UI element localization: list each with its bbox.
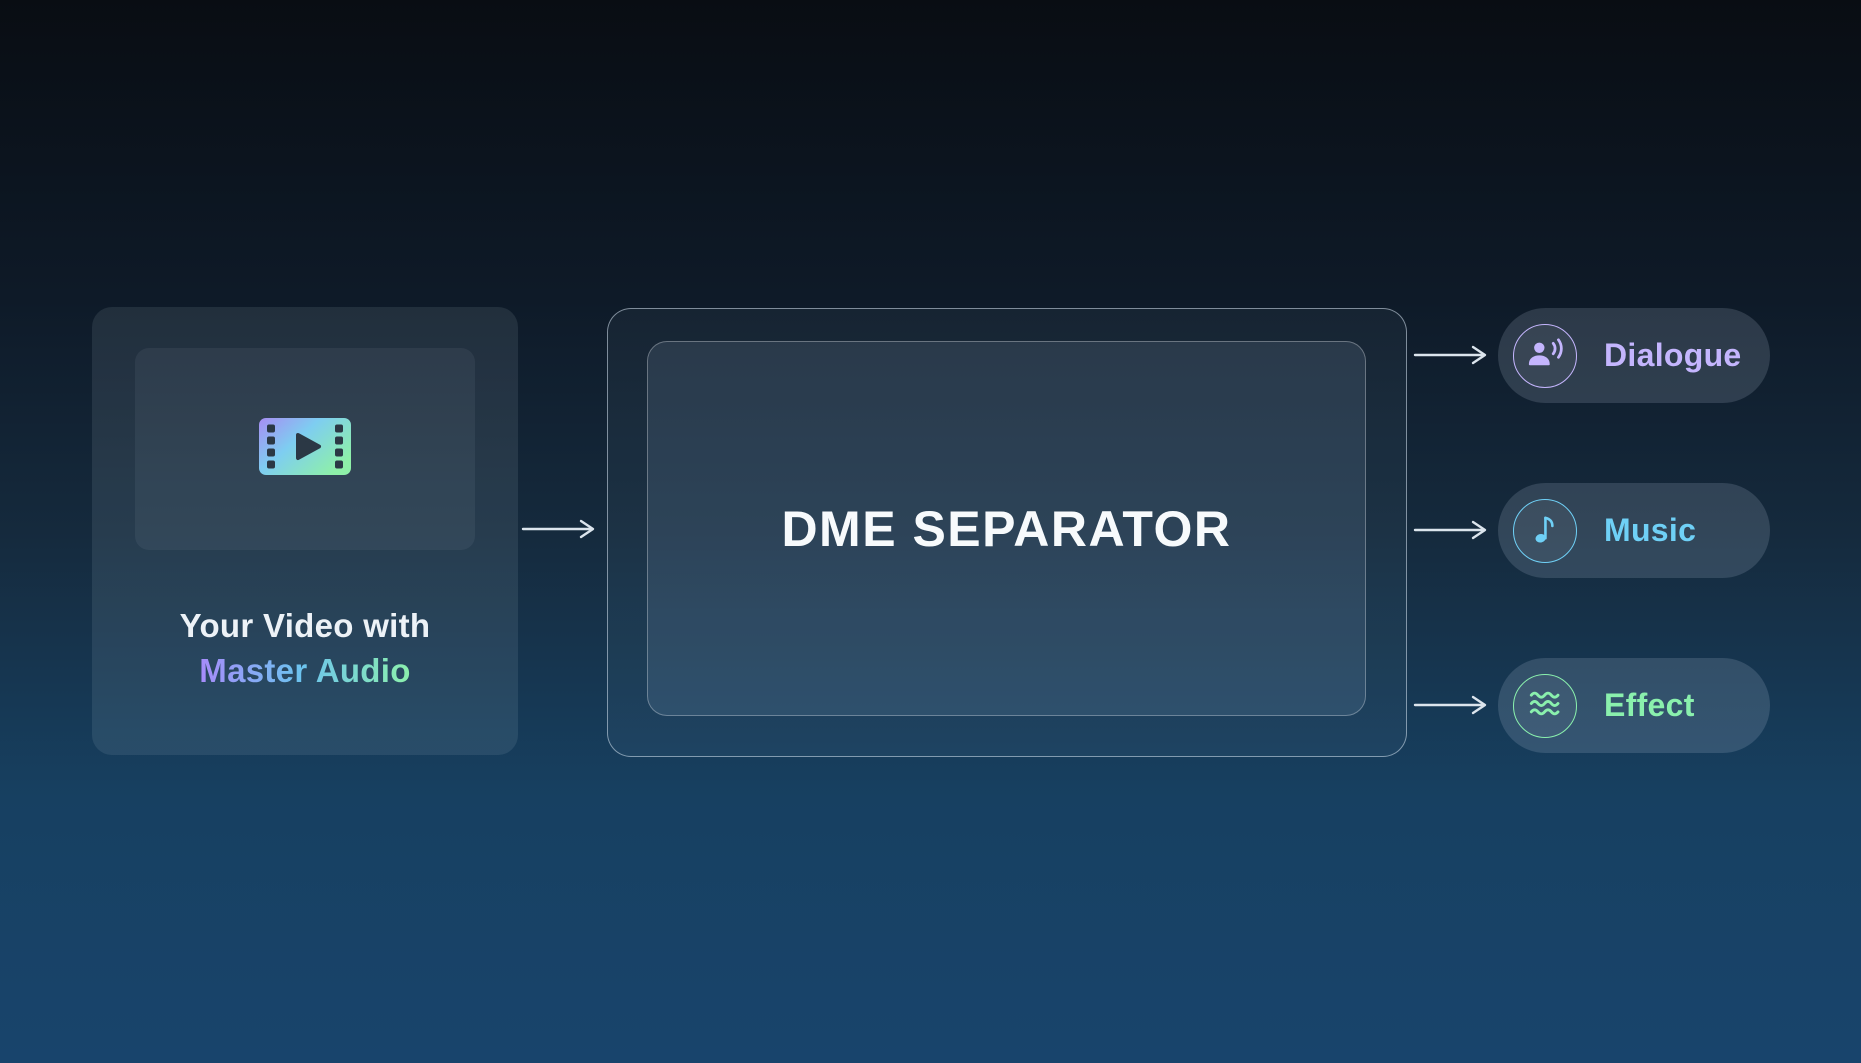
music-note-icon bbox=[1532, 512, 1558, 550]
output-pill-music: Music bbox=[1498, 483, 1770, 578]
caption-line1: Your Video with bbox=[179, 607, 431, 644]
arrow-to-dialogue bbox=[1412, 343, 1496, 367]
dme-separator-title: DME SEPARATOR bbox=[781, 500, 1232, 557]
effect-icon-circle bbox=[1513, 673, 1577, 738]
arrow-to-music bbox=[1412, 518, 1496, 542]
caption-line2: Master Audio bbox=[199, 648, 410, 693]
sound-waves-icon bbox=[1527, 688, 1563, 724]
effect-label: Effect bbox=[1604, 687, 1695, 723]
input-video-card: Your Video with Master Audio bbox=[92, 307, 518, 755]
input-card-caption: Your Video with Master Audio bbox=[92, 603, 518, 693]
output-pill-effect: Effect bbox=[1498, 658, 1770, 753]
voice-over-icon bbox=[1526, 337, 1564, 375]
dme-separator-panel: DME SEPARATOR bbox=[647, 341, 1366, 716]
music-label: Music bbox=[1604, 512, 1697, 548]
arrow-to-effect bbox=[1412, 693, 1496, 717]
output-pill-dialogue: Dialogue bbox=[1498, 308, 1770, 403]
video-thumbnail bbox=[135, 348, 475, 550]
music-icon-circle bbox=[1513, 498, 1577, 563]
film-play-icon bbox=[259, 418, 351, 480]
dialogue-label: Dialogue bbox=[1604, 337, 1742, 373]
dme-separator-box: DME SEPARATOR bbox=[607, 308, 1407, 757]
arrow-input-to-separator bbox=[520, 517, 604, 541]
dialogue-icon-circle bbox=[1513, 323, 1577, 388]
